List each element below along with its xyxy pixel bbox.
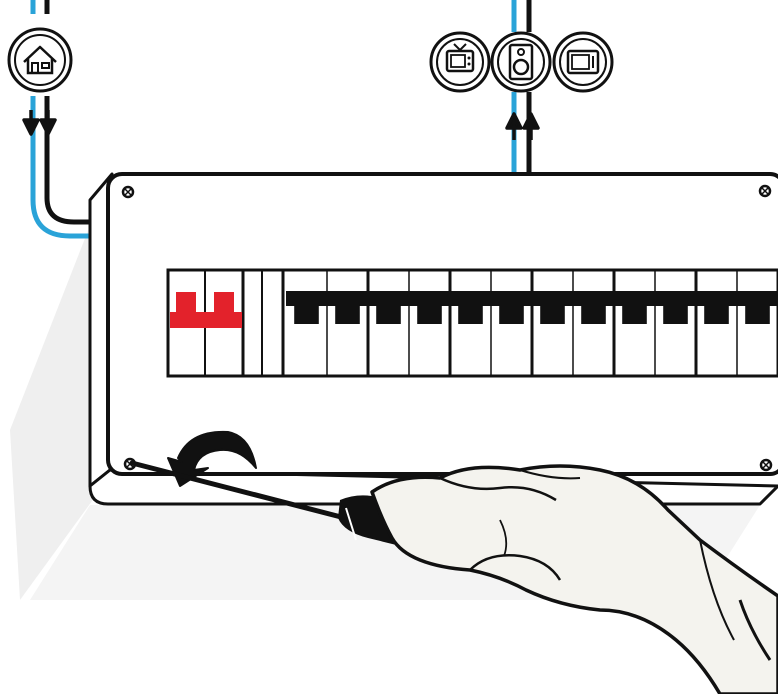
circuit-breaker xyxy=(696,270,738,376)
circuit-breaker xyxy=(368,270,410,376)
outgoing-arrows xyxy=(505,112,540,140)
tv-icon xyxy=(429,31,491,93)
screw-top-right xyxy=(758,184,772,198)
circuit-breaker xyxy=(573,270,616,376)
rotate-arrow-icon xyxy=(167,430,257,487)
circuit-breaker xyxy=(491,270,534,376)
supply-wires xyxy=(30,0,100,239)
microwave-icon xyxy=(552,31,614,93)
circuit-breaker xyxy=(286,270,328,376)
blank-module xyxy=(261,270,285,376)
speaker-icon xyxy=(490,31,552,93)
incoming-arrows xyxy=(22,110,57,136)
circuit-breaker xyxy=(327,270,370,376)
circuit-breaker xyxy=(450,270,492,376)
panel-screws xyxy=(121,184,773,472)
circuit-breakers xyxy=(286,270,778,376)
screw-top-left xyxy=(121,185,135,199)
circuit-breaker xyxy=(409,270,452,376)
circuit-breaker xyxy=(737,270,778,376)
main-switch xyxy=(170,270,245,376)
gloved-hand xyxy=(370,464,778,694)
circuit-breaker xyxy=(532,270,574,376)
home-icon xyxy=(7,27,73,93)
screw-bottom-right xyxy=(759,458,773,472)
breaker-row xyxy=(166,268,778,378)
circuit-breaker xyxy=(614,270,656,376)
circuit-breaker xyxy=(655,270,698,376)
